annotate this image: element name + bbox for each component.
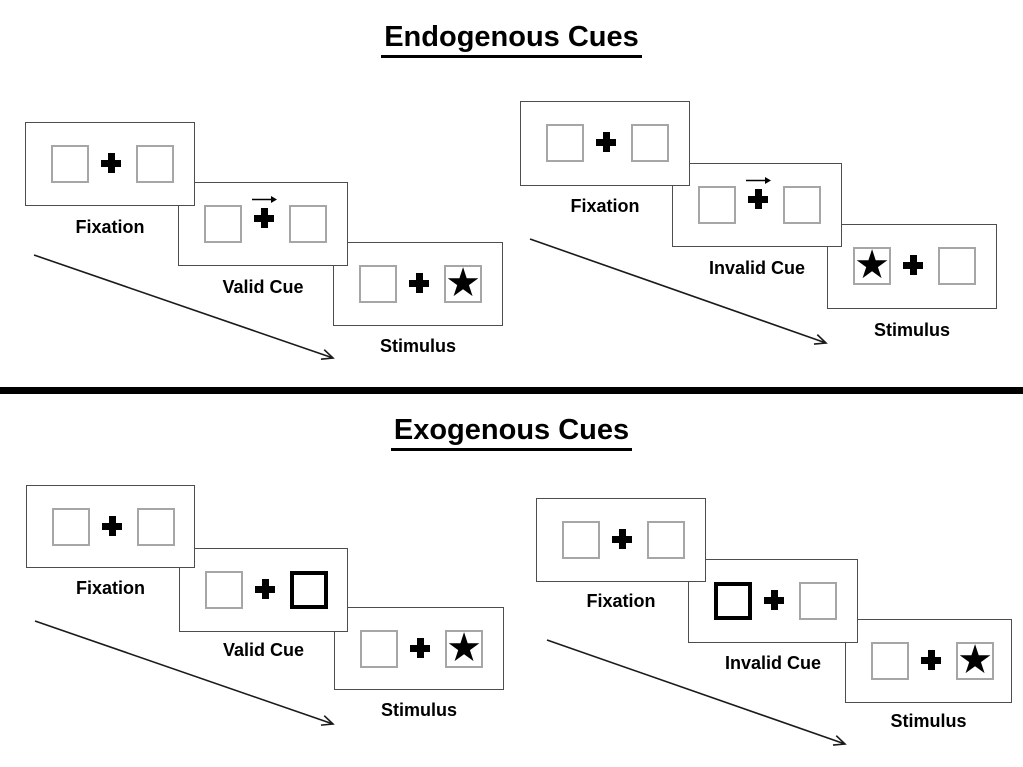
exogenous-valid-fixation-label: Fixation [75, 578, 145, 598]
right-box-empty [799, 582, 837, 620]
left-box-empty [546, 124, 584, 162]
fixation-plus-icon [410, 638, 430, 658]
exogenous-valid-timeline-arrow [34, 620, 335, 726]
endogenous-invalid-invalid-cue-label: Invalid Cue [708, 258, 806, 278]
endogenous-valid-stimulus-panel: ★ [333, 242, 503, 326]
star-stimulus-icon: ★ [445, 260, 481, 306]
fixation-plus-icon [596, 132, 616, 152]
right-box-empty [137, 508, 175, 546]
exogenous-invalid-invalid-cue-panel [688, 559, 858, 643]
exogenous-invalid-fixation-panel [536, 498, 706, 582]
left-box-empty [52, 508, 90, 546]
right-box-empty [136, 145, 174, 183]
endogenous-invalid-stimulus-label: Stimulus [873, 320, 950, 340]
endogenous-valid-fixation-label: Fixation [75, 217, 145, 237]
exogenous-valid-fixation-panel [26, 485, 195, 568]
exogenous-valid-stimulus-panel: ★ [334, 607, 504, 690]
left-box-empty [360, 630, 398, 668]
left-box-empty [562, 521, 600, 559]
right-box-with-star: ★ [956, 637, 994, 683]
exogenous-valid-stimulus-label: Stimulus [380, 700, 457, 720]
right-box-empty [289, 205, 327, 243]
exogenous-invalid-stimulus-panel: ★ [845, 619, 1012, 703]
exogenous-valid-valid-cue-panel [179, 548, 348, 632]
fixation-plus-icon [903, 255, 923, 275]
endogenous-valid-valid-cue-panel [178, 182, 348, 266]
exogenous-invalid-fixation-label: Fixation [586, 591, 656, 611]
exogenous-invalid-invalid-cue-label: Invalid Cue [724, 653, 822, 673]
left-box-empty [204, 205, 242, 243]
endogenous-invalid-fixation-panel [520, 101, 690, 186]
endogenous-valid-fixation-panel [25, 122, 195, 206]
endogenous-invalid-fixation-label: Fixation [570, 196, 640, 216]
star-stimulus-icon: ★ [957, 637, 993, 683]
exogenous-title-text: Exogenous Cues [390, 413, 633, 451]
exogenous-section-title: Exogenous Cues [0, 413, 1023, 451]
right-box-empty [783, 186, 821, 224]
fixation-plus-icon [102, 516, 122, 536]
left-box-empty [359, 265, 397, 303]
fixation-plus-icon [409, 273, 429, 293]
fixation-plus-icon [255, 579, 275, 599]
endogenous-title-text: Endogenous Cues [381, 20, 642, 58]
endogenous-valid-timeline-arrow [33, 254, 335, 360]
star-stimulus-icon: ★ [446, 625, 482, 671]
right-box-with-star: ★ [444, 260, 482, 306]
star-stimulus-icon: ★ [854, 242, 890, 288]
left-box-with-star: ★ [853, 242, 891, 288]
fixation-plus-icon [612, 529, 632, 549]
endogenous-valid-valid-cue-label: Valid Cue [222, 277, 304, 297]
cue-right-arrow-icon [746, 177, 771, 184]
fixation-plus-icon [764, 590, 784, 610]
cue-right-arrow-icon [252, 196, 277, 203]
left-box-empty [51, 145, 89, 183]
left-box-empty [205, 571, 243, 609]
left-box-bold-cue [714, 582, 752, 620]
exogenous-invalid-stimulus-label: Stimulus [890, 711, 967, 731]
fixation-plus-icon [748, 189, 768, 209]
endogenous-invalid-invalid-cue-panel [672, 163, 842, 247]
endogenous-invalid-stimulus-panel: ★ [827, 224, 997, 309]
endogenous-valid-stimulus-label: Stimulus [379, 336, 456, 356]
fixation-plus-icon [921, 650, 941, 670]
right-box-empty [631, 124, 669, 162]
endogenous-section-title: Endogenous Cues [0, 20, 1023, 58]
right-box-empty [647, 521, 685, 559]
fixation-plus-icon [254, 208, 274, 228]
right-box-empty [938, 247, 976, 285]
fixation-plus-icon [101, 153, 121, 173]
left-box-empty [698, 186, 736, 224]
left-box-empty [871, 642, 909, 680]
section-divider-line [0, 387, 1023, 394]
exogenous-valid-valid-cue-label: Valid Cue [222, 640, 305, 660]
endogenous-invalid-timeline-arrow [529, 238, 828, 345]
right-box-with-star: ★ [445, 625, 483, 671]
right-box-bold-cue [290, 571, 328, 609]
